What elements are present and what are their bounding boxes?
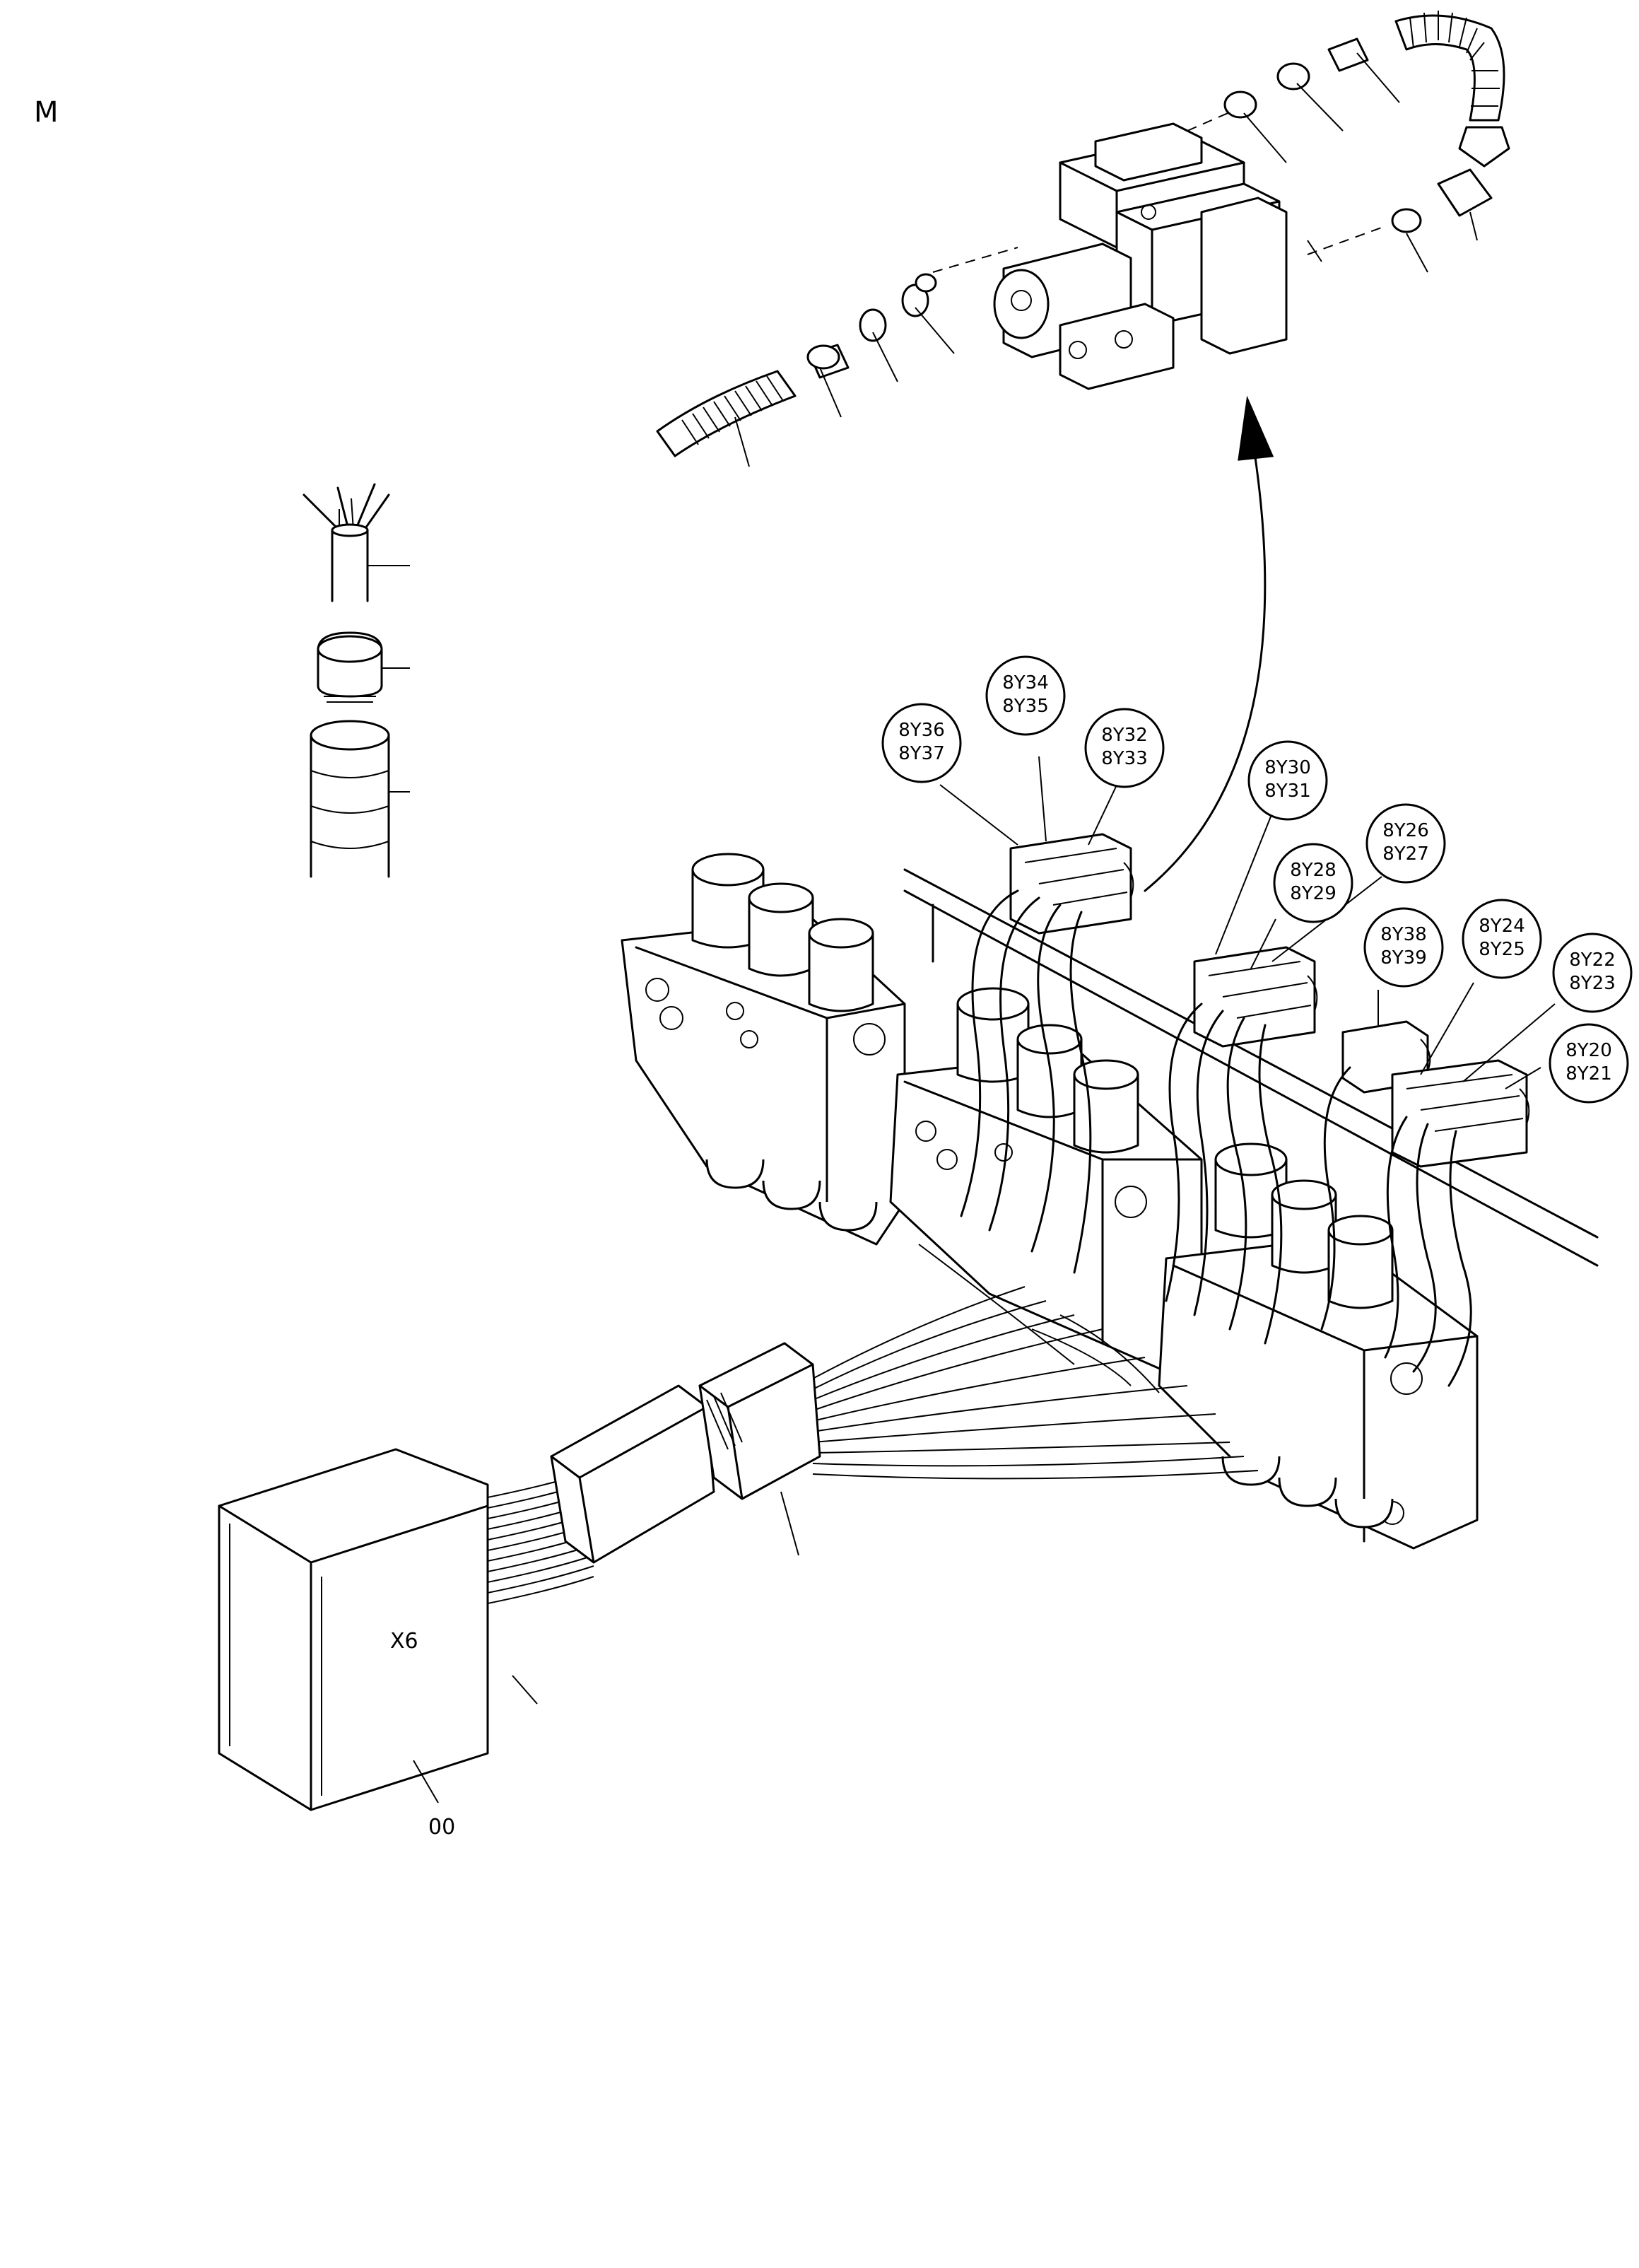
svg-text:8Y24: 8Y24 [1479,916,1525,937]
svg-text:8Y34: 8Y34 [1002,672,1049,694]
svg-text:8Y35: 8Y35 [1002,696,1049,717]
solenoid-groups [1009,833,1530,1168]
svg-text:8Y37: 8Y37 [898,743,945,764]
wire-harness-bundle [480,1244,1259,1705]
cable-gland-detail [302,483,410,878]
svg-text:8Y25: 8Y25 [1479,939,1525,960]
svg-text:8Y22: 8Y22 [1569,949,1616,971]
svg-text:8Y27: 8Y27 [1382,843,1429,865]
svg-text:8Y30: 8Y30 [1264,757,1311,778]
solenoid-wires [960,889,1472,1387]
svg-text:8Y36: 8Y36 [898,720,945,741]
callout-c7: 8Y38 8Y39 [1363,907,1444,988]
callout-leaders [939,756,1556,1089]
svg-text:8Y31: 8Y31 [1264,781,1311,802]
callout-c5: 8Y26 8Y27 [1365,803,1446,884]
svg-text:8Y20: 8Y20 [1565,1040,1612,1061]
connector-label: X6 [390,1629,418,1654]
svg-text:8Y28: 8Y28 [1290,860,1337,881]
callout-c8: 8Y24 8Y25 [1462,899,1542,979]
svg-text:8Y33: 8Y33 [1101,748,1148,769]
callout-c1: 8Y36 8Y37 [881,703,962,783]
page-letter: M [34,96,59,129]
connector-ref: 00 [428,1815,455,1840]
svg-text:8Y23: 8Y23 [1569,973,1616,994]
svg-text:8Y26: 8Y26 [1382,820,1429,841]
callout-c9: 8Y22 8Y23 [1552,933,1633,1013]
svg-text:8Y32: 8Y32 [1101,725,1148,746]
callout-c10: 8Y20 8Y21 [1549,1023,1629,1104]
svg-text:8Y38: 8Y38 [1380,924,1427,945]
svg-text:8Y39: 8Y39 [1380,947,1427,969]
callout-c2: 8Y34 8Y35 [985,655,1066,736]
callout-c3: 8Y32 8Y33 [1084,708,1165,788]
valve-bank [621,853,1599,1550]
svg-text:8Y29: 8Y29 [1290,883,1337,904]
callout-c6: 8Y28 8Y29 [1273,843,1353,923]
connector-x6: X6 00 [218,1448,489,1840]
solenoid-valve-exploded-view [656,11,1510,892]
svg-text:8Y21: 8Y21 [1565,1063,1612,1085]
callout-c4: 8Y30 8Y31 [1247,740,1328,821]
